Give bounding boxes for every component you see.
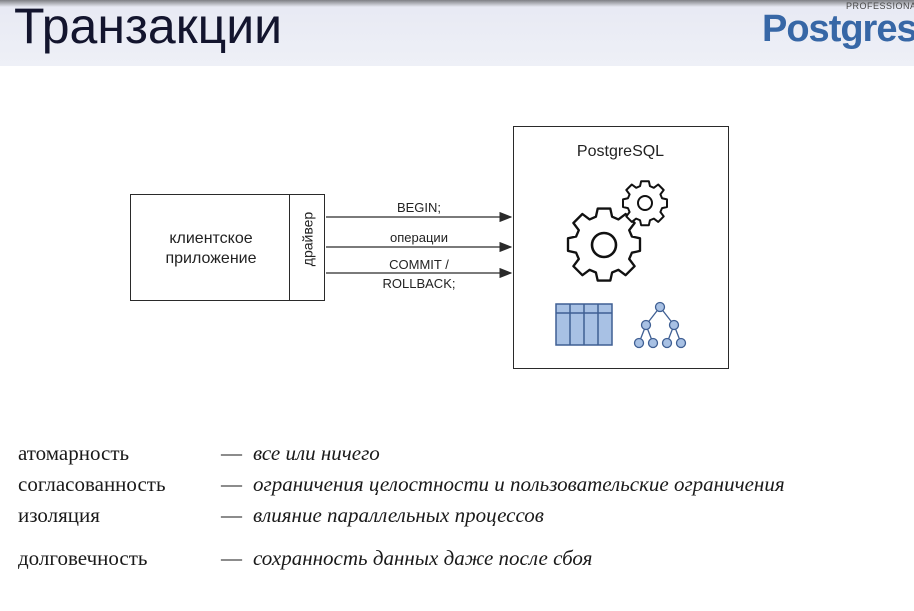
property-dash: — [221,472,242,496]
property-dash: — [221,546,242,570]
arrow-label-begin: BEGIN; [396,200,442,215]
property-term: долговечность [18,546,148,570]
client-application-box: клиентское приложение [130,194,290,301]
property-description: все или ничего [253,441,380,465]
property-description: сохранность данных даже после сбоя [253,546,593,570]
driver-label: драйвер [299,211,316,267]
property-term: согласованность [18,472,166,496]
property-dash: — [221,441,242,465]
arrow-label-commit: COMMIT / [389,257,449,272]
video-overlay-bar [0,0,914,7]
logo-wordmark: Postgres [762,8,914,50]
slide-header: Транзакции PROFESSIONAL Postgres [0,0,914,66]
property-description: влияние параллельных процессов [253,503,544,527]
logo-subtitle: PROFESSIONAL [846,1,914,11]
postgres-professional-logo: PROFESSIONAL Postgres [760,0,914,60]
property-term: атомарность [18,441,130,465]
property-term: изоляция [18,503,100,527]
postgresql-label: PostgreSQL [576,143,665,160]
arrow-label-operations: операции [390,230,448,245]
client-application-label: клиентское приложение [165,230,257,267]
postgresql-server-box: PostgreSQL [513,126,729,369]
property-description: ограничения целостности и пользовательск… [253,472,785,496]
slide-title: Транзакции [14,0,283,54]
arrow-label-rollback: ROLLBACK; [382,276,456,291]
driver-box: драйвер [289,194,325,301]
property-dash: — [221,503,242,527]
